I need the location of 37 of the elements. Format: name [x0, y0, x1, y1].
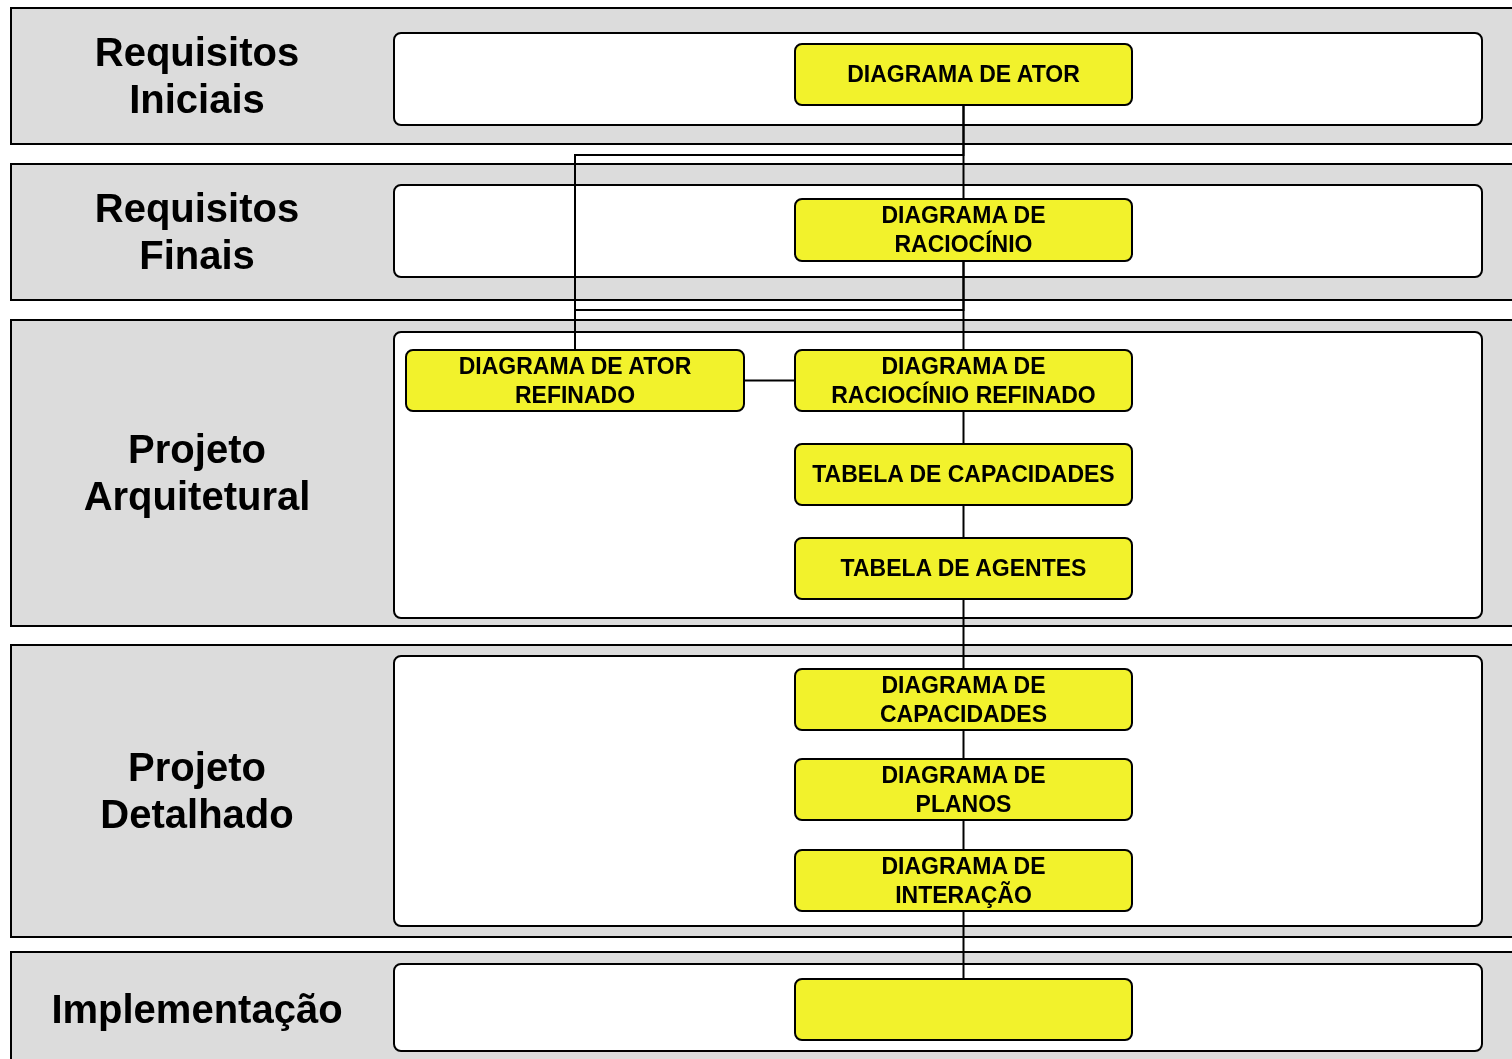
- empty-box: [794, 978, 1133, 1041]
- box-label: DIAGRAMA DE RACIOCÍNIO: [880, 201, 1047, 259]
- lane-title: Requisitos Finais: [93, 185, 301, 279]
- box-label: DIAGRAMA DE CAPACIDADES: [879, 670, 1048, 729]
- lane-band: [10, 951, 1512, 1059]
- box-label: TABELA DE AGENTES: [840, 554, 1087, 583]
- box-label: TABELA DE CAPACIDADES: [812, 460, 1115, 489]
- box-label: DIAGRAMA DE PLANOS: [880, 760, 1047, 819]
- process-box: [794, 443, 1133, 506]
- lane-band: [10, 319, 1512, 627]
- box-label: DIAGRAMA DE RACIOCÍNIO REFINADO: [830, 351, 1097, 410]
- connector-line: [962, 820, 965, 850]
- connector-line: [962, 261, 965, 350]
- box-label: DIAGRAMA DE ATOR REFINADO: [457, 351, 693, 410]
- process-box: [794, 668, 1133, 731]
- lane-title: Implementação: [51, 985, 343, 1032]
- connector-line: [962, 599, 965, 669]
- process-box: [794, 537, 1133, 600]
- process-box: [794, 849, 1133, 912]
- connector-line: [962, 730, 965, 759]
- box-label: DIAGRAMA DE INTERAÇÃO: [880, 851, 1047, 910]
- process-box: [794, 349, 1133, 412]
- process-box: [794, 43, 1133, 106]
- lane-band: [10, 644, 1512, 938]
- lane-title: Requisitos Iniciais: [93, 29, 301, 123]
- lane-title: Projeto Arquitetural: [82, 426, 312, 520]
- process-box: [794, 758, 1133, 821]
- lane-band: [10, 163, 1512, 301]
- process-box: [794, 198, 1133, 262]
- lane-band: [10, 7, 1512, 145]
- connector-line: [962, 911, 965, 979]
- connector-line: [962, 505, 965, 538]
- connector-line: [962, 411, 965, 444]
- lane-title: Projeto Detalhado: [99, 744, 295, 838]
- box-label: DIAGRAMA DE ATOR: [847, 60, 1080, 89]
- process-box: [405, 349, 745, 412]
- connector-line: [744, 379, 795, 382]
